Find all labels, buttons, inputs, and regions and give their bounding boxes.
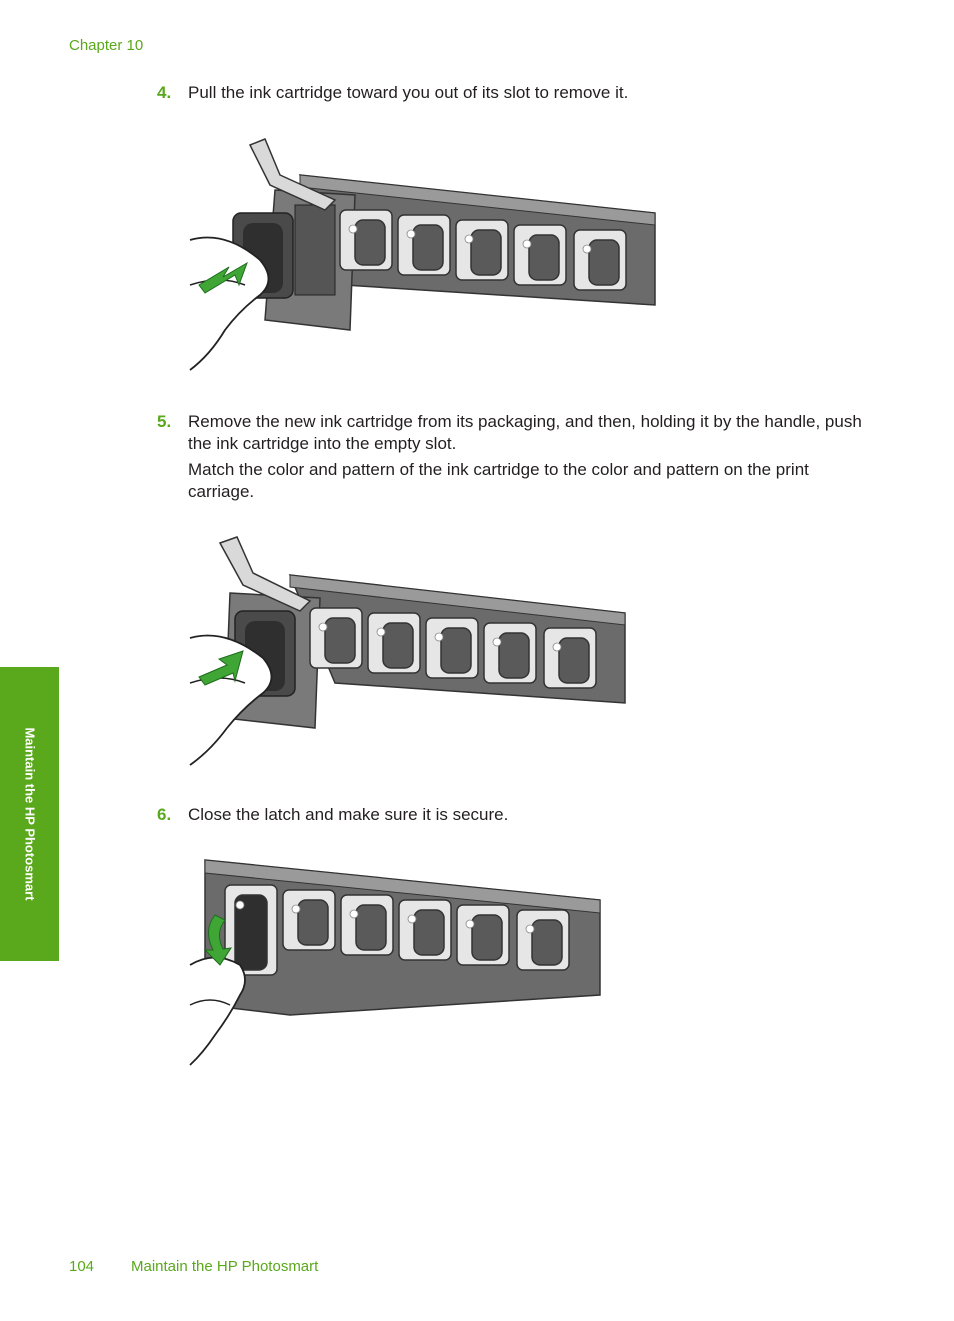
step-text: Close the latch and make sure it is secu… (188, 805, 509, 824)
chapter-label: Chapter 10 (69, 37, 144, 54)
figure-remove-cartridge (189, 138, 656, 371)
arrow-in-icon (198, 650, 244, 686)
side-tab-label: Maintain the HP Photosmart (22, 727, 37, 901)
step-6: 6. Close the latch and make sure it is s… (157, 804, 878, 826)
figure-insert-cartridge (189, 536, 626, 766)
step-note: Match the color and pattern of the ink c… (188, 460, 809, 501)
footer-section-title: Maintain the HP Photosmart (131, 1258, 319, 1275)
step-number: 5. (157, 412, 172, 431)
step-5: 5. Remove the new ink cartridge from its… (157, 411, 878, 503)
hp-logo-icon (235, 900, 535, 934)
arrow-down-icon (203, 914, 233, 966)
side-tab: Maintain the HP Photosmart (0, 667, 59, 961)
step-number: 4. (157, 83, 172, 102)
figure-close-latch (189, 859, 601, 1066)
step-text: Pull the ink cartridge toward you out of… (188, 83, 629, 102)
step-number: 6. (157, 805, 172, 824)
page-number: 104 (69, 1258, 95, 1275)
installed-cartridges (309, 607, 597, 689)
hp-logo-icon (348, 224, 592, 254)
hp-logo-icon (318, 622, 562, 652)
arrow-out-icon (198, 261, 248, 294)
step-text: Remove the new ink cartridge from its pa… (188, 412, 862, 453)
step-4: 4. Pull the ink cartridge toward you out… (157, 82, 878, 104)
